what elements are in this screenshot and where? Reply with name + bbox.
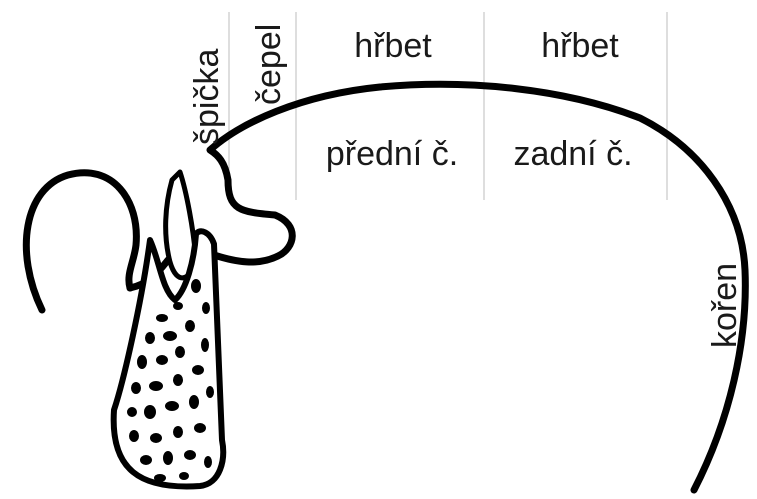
label-tip: špička [188, 49, 226, 145]
label-blade: čepel [250, 24, 288, 105]
jaw-bone [110, 228, 227, 490]
region-dividers [228, 12, 668, 200]
label-front-part: přední č. [326, 135, 458, 173]
label-dorsum-back: hřbet [541, 27, 619, 65]
upper-lip-outline [22, 169, 140, 314]
label-back-part: zadní č. [513, 135, 632, 173]
bone-pores [127, 279, 214, 482]
label-root: kořen [706, 263, 744, 348]
label-dorsum-front: hřbet [354, 27, 432, 65]
